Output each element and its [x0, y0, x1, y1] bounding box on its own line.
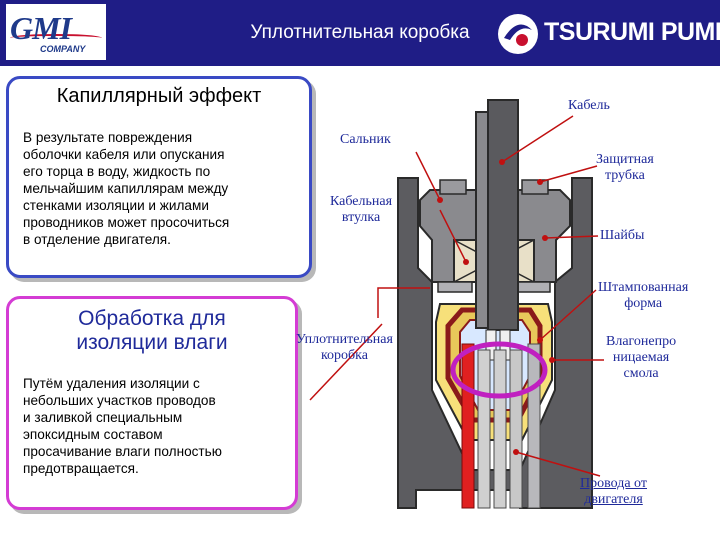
- capillary-effect-text: В результате повреждения оболочки кабеля…: [23, 129, 313, 248]
- moisture-insulation-title: Обработка для изоляции влаги: [9, 307, 295, 355]
- capillary-effect-panel: Капиллярный эффект В результате поврежде…: [6, 76, 312, 278]
- text-line: Путём удаления изоляции с: [23, 376, 200, 391]
- text-line: и заливкой специальным: [23, 410, 183, 425]
- tsurumi-logo: TSURUMI PUMP: [498, 14, 720, 54]
- label-line: Штампованная: [598, 280, 689, 295]
- label-line: Влагонепро: [606, 334, 677, 349]
- text-line: стенками изоляции и жилами: [23, 198, 209, 213]
- label-motor-wires: Провода от двигателя: [580, 476, 647, 508]
- text-line: В результате повреждения: [23, 130, 193, 145]
- title-line: изоляции влаги: [76, 331, 228, 354]
- gland-nut-right: [521, 179, 549, 195]
- text-line: в отделение двигателя.: [23, 232, 171, 247]
- label-resin: Влагонепро ницаемая смола: [606, 334, 676, 382]
- label-line: двигателя: [584, 492, 643, 507]
- label-washers: Шайбы: [600, 228, 645, 243]
- moisture-insulation-text: Путём удаления изоляции с небольших учас…: [23, 375, 303, 477]
- text-line: небольших участков проводов: [23, 393, 216, 408]
- label-line: форма: [624, 296, 663, 311]
- text-line: мельчайшим капиллярам между: [23, 181, 229, 196]
- label-protective-tube: Защитная трубка: [596, 152, 654, 184]
- label-cable-bushing: Кабельная втулка: [330, 194, 392, 226]
- text-line: оболочки кабеля или опускания: [23, 147, 225, 162]
- tsurumi-mark-icon: [498, 14, 538, 54]
- label-line: смола: [623, 366, 659, 381]
- gmi-logo-subtext: COMPANY: [40, 44, 86, 54]
- text-line: просачивание влаги полностью: [23, 444, 222, 459]
- label-gland: Сальник: [340, 132, 391, 147]
- gmi-logo-swoosh: [10, 34, 102, 42]
- label-line: трубка: [604, 168, 645, 183]
- cable: [487, 99, 519, 331]
- text-line: проводников может просочиться: [23, 215, 230, 230]
- page-title: Уплотнительная коробка: [250, 22, 470, 43]
- motor-wire-2: [477, 349, 491, 509]
- title-line: Обработка для: [78, 307, 226, 330]
- motor-wire-3: [493, 349, 507, 509]
- gmi-logo-text: GMI: [10, 10, 72, 46]
- washer-left: [437, 281, 473, 293]
- label-line: Защитная: [596, 152, 654, 167]
- motor-wire-1: [461, 343, 475, 509]
- label-cable: Кабель: [568, 98, 610, 113]
- label-line: коробка: [320, 348, 368, 363]
- header-bar: GMI COMPANY Уплотнительная коробка TSURU…: [0, 0, 720, 66]
- callout-lines: [309, 115, 604, 477]
- label-line: втулка: [341, 210, 381, 225]
- callout-dots: [437, 159, 555, 455]
- motor-wire-5: [527, 343, 541, 509]
- tsurumi-logo-text: TSURUMI PUMP: [544, 18, 720, 46]
- washer-right: [515, 281, 551, 293]
- text-line: его торца в воду, жидкость по: [23, 164, 211, 179]
- gland-nut-left: [439, 179, 467, 195]
- capillary-effect-title: Капиллярный эффект: [56, 85, 262, 107]
- text-line: эпоксидным составом: [23, 427, 163, 442]
- label-line: Кабельная: [330, 194, 393, 209]
- motor-wire-4: [509, 349, 523, 509]
- moisture-insulation-panel: Обработка для изоляции влаги Путём удале…: [6, 296, 298, 510]
- highlight-ring: [450, 341, 548, 399]
- label-line: Уплотнительная: [296, 332, 393, 347]
- label-stamped-form: Штампованная форма: [598, 280, 688, 312]
- gmi-logo: GMI COMPANY: [6, 4, 106, 60]
- label-line: Провода от: [580, 476, 647, 491]
- label-seal-box: Уплотнительная коробка: [296, 332, 393, 364]
- label-line: ницаемая: [612, 350, 670, 365]
- text-line: предотвращается.: [23, 461, 139, 476]
